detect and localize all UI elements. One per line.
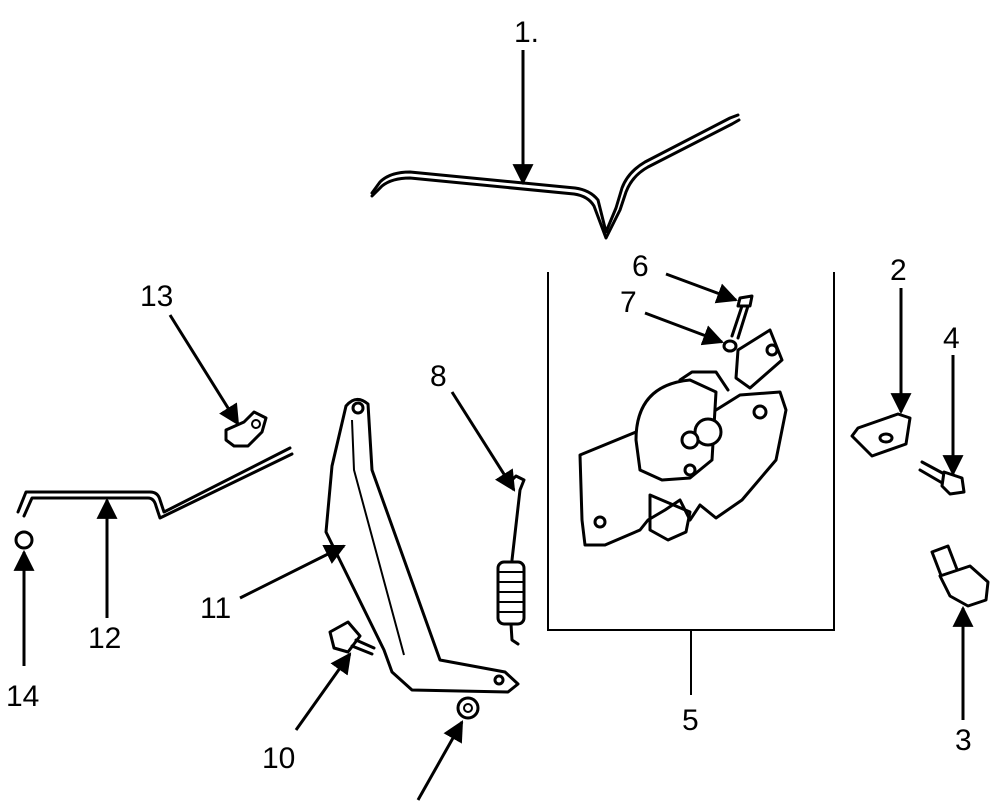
callout-2: 2 <box>890 254 907 287</box>
part-7-washer <box>722 339 738 353</box>
leader-lines <box>13 50 974 801</box>
callout-11: 11 <box>200 592 231 625</box>
callout-10: 10 <box>262 742 295 775</box>
callout-7: 7 <box>620 286 637 319</box>
leader-unlabeled <box>416 720 464 801</box>
callout-13: 13 <box>140 280 173 313</box>
leader-8 <box>450 391 516 492</box>
callout-14: 14 <box>6 680 39 713</box>
part-5-control-plate <box>578 328 788 547</box>
leader-6 <box>665 272 738 304</box>
part-4-bolt <box>918 460 966 496</box>
leader-7 <box>644 311 724 346</box>
callout-3: 3 <box>955 724 972 757</box>
part-12-rod <box>16 446 294 520</box>
callout-5: 5 <box>682 704 699 737</box>
leader-11 <box>239 544 346 600</box>
callout-6: 6 <box>632 250 649 283</box>
part-6-screw <box>730 294 754 340</box>
leader-10 <box>294 652 352 731</box>
leader-13 <box>168 314 240 426</box>
part-1-rod <box>370 113 741 240</box>
part-11-lever <box>324 398 520 694</box>
callout-12: 12 <box>88 622 121 655</box>
callout-4: 4 <box>943 322 960 355</box>
part-2-clip <box>850 412 912 458</box>
part-8-spring <box>496 474 526 646</box>
part-3-bolt <box>930 544 990 608</box>
part-10-bolt <box>328 620 376 656</box>
part-14-nut <box>14 530 34 550</box>
callout-8: 8 <box>430 360 447 393</box>
part-13-clip <box>224 410 268 448</box>
callout-1: 1. <box>514 16 539 49</box>
part-nut-unlabeled <box>456 696 480 720</box>
part-5-bracket-frame <box>547 272 835 695</box>
callout-labels: 1. 2 3 4 5 6 7 8 10 11 12 13 14 <box>6 16 972 775</box>
